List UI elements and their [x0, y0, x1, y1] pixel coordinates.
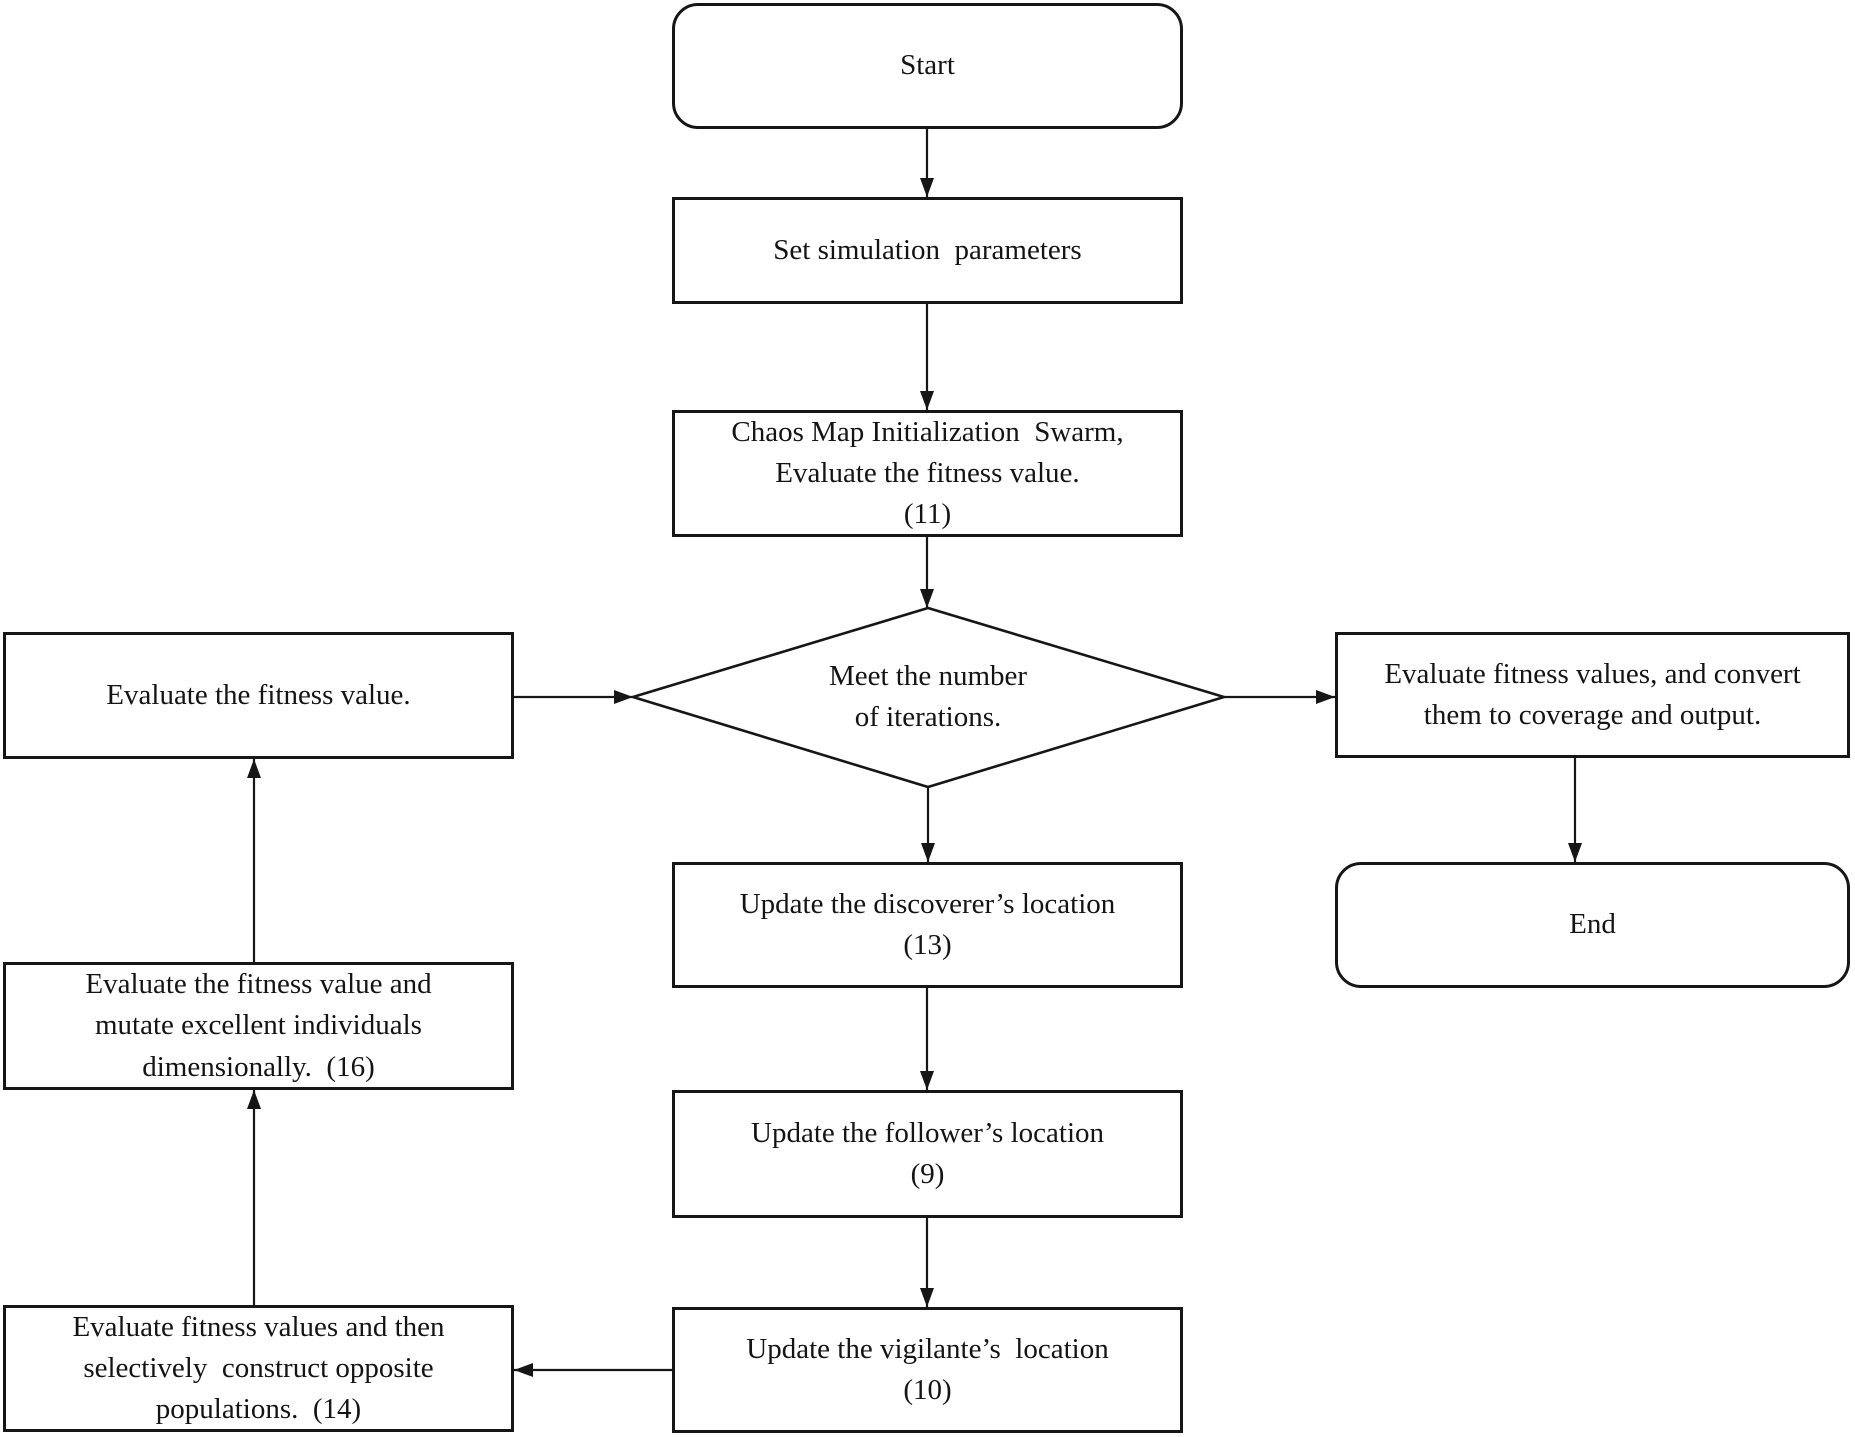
- node-update-discoverer-location: Update the discoverer’s location (13): [672, 862, 1183, 988]
- node-set-simulation-parameters: Set simulation parameters: [672, 197, 1183, 304]
- node-evaluate-fitness-value: Evaluate the fitness value.: [3, 632, 514, 759]
- node-update-follower-location-label: Update the follower’s location (9): [751, 1116, 1104, 1190]
- node-set-simulation-parameters-label: Set simulation parameters: [773, 233, 1082, 266]
- node-update-vigilante-location: Update the vigilante’s location (10): [672, 1307, 1183, 1433]
- node-update-discoverer-location-label: Update the discoverer’s location (13): [739, 887, 1116, 961]
- node-evaluate-and-mutate-individuals: Evaluate the fitness value and mutate ex…: [3, 962, 514, 1090]
- node-evaluate-and-mutate-individuals-label: Evaluate the fitness value and mutate ex…: [85, 968, 432, 1083]
- node-update-follower-location: Update the follower’s location (9): [672, 1090, 1183, 1218]
- node-construct-opposite-populations-label: Evaluate fitness values and then selecti…: [72, 1310, 445, 1426]
- node-evaluate-and-convert-coverage: Evaluate fitness values, and convert the…: [1335, 632, 1850, 758]
- node-iterations-decision-label: Meet the number of iterations.: [828, 659, 1028, 733]
- node-start: Start: [672, 3, 1183, 129]
- node-update-vigilante-location-label: Update the vigilante’s location (10): [746, 1332, 1109, 1406]
- node-construct-opposite-populations: Evaluate fitness values and then selecti…: [3, 1305, 514, 1432]
- node-start-label: Start: [900, 49, 955, 82]
- node-end: End: [1335, 862, 1850, 988]
- node-end-label: End: [1569, 908, 1616, 941]
- node-iterations-decision: Meet the number of iterations.: [728, 630, 1128, 764]
- node-evaluate-fitness-value-label: Evaluate the fitness value.: [106, 678, 411, 711]
- node-chaos-map-initialization: Chaos Map Initialization Swarm, Evaluate…: [672, 410, 1183, 537]
- node-evaluate-and-convert-coverage-label: Evaluate fitness values, and convert the…: [1384, 657, 1801, 731]
- node-chaos-map-initialization-label: Chaos Map Initialization Swarm, Evaluate…: [731, 415, 1124, 531]
